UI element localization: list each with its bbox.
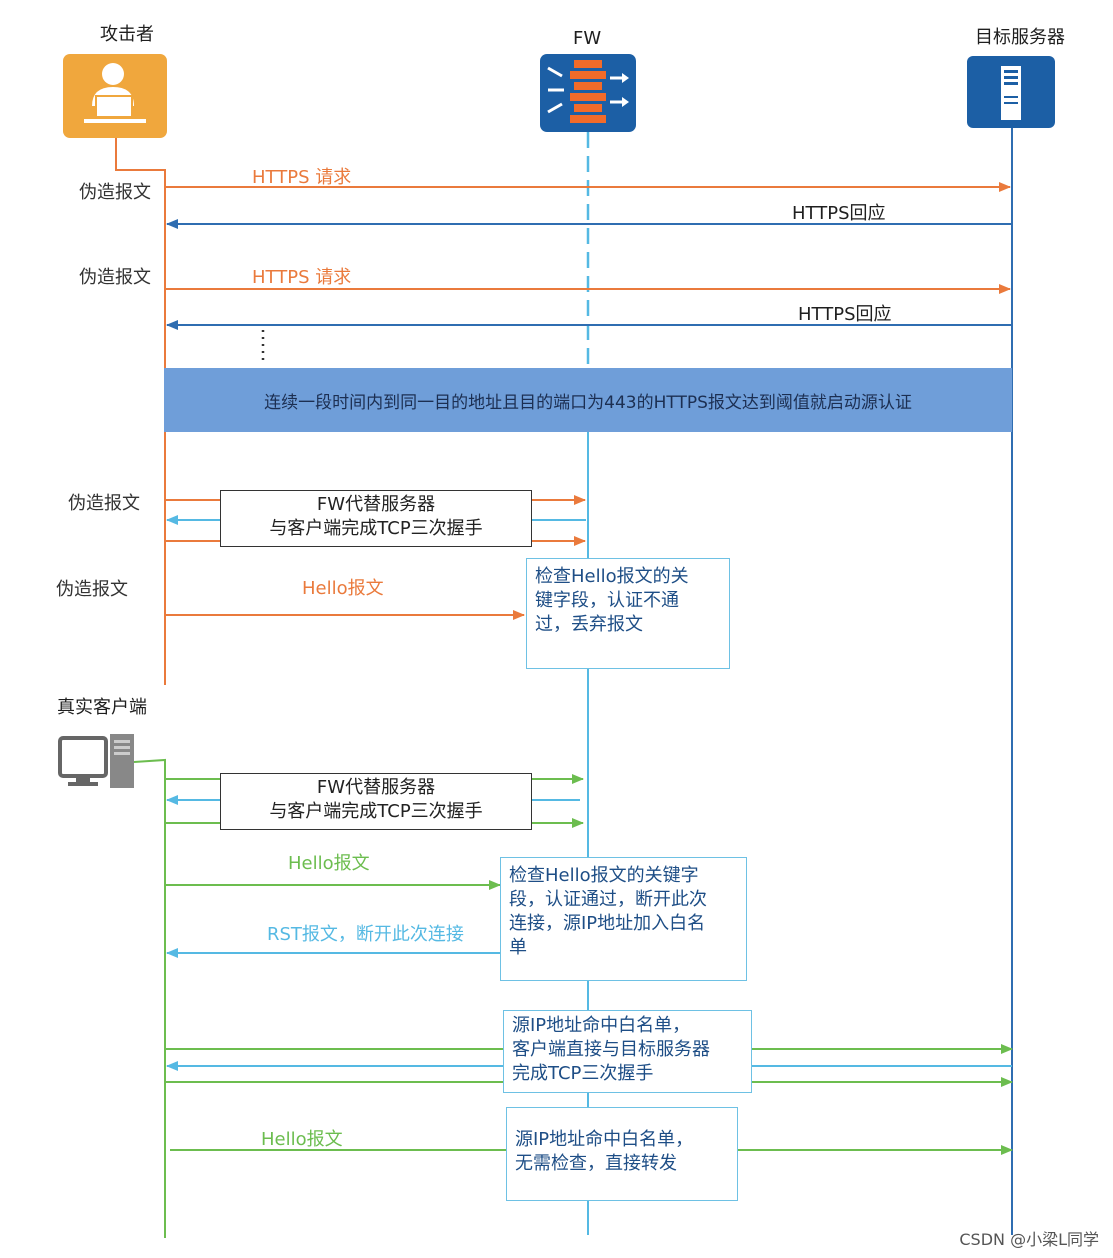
threshold-banner: 连续一段时间内到同一目的地址且目的端口为443的HTTPS报文达到阈值就启动源认… <box>164 368 1012 432</box>
client-lifeline <box>133 758 166 1238</box>
watermark: CSDN @小梁L同学 <box>959 1230 1099 1249</box>
whitelist-forward-box: 源IP地址命中白名单， 无需检查，直接转发 <box>506 1107 738 1201</box>
box-line: FW代替服务器 <box>316 777 436 798</box>
https-request-label: HTTPS 请求 <box>252 267 352 288</box>
forged-packet-label: 伪造报文 <box>68 493 140 514</box>
whitelist-tcp-box: 源IP地址命中白名单， 客户端直接与目标服务器 完成TCP三次握手 <box>503 1010 752 1093</box>
user-at-laptop-icon <box>63 54 167 138</box>
box-line: 检查Hello报文的关 <box>535 566 689 587</box>
box-line: 单 <box>509 937 527 958</box>
attacker-lifeline <box>115 138 166 685</box>
box-line: 完成TCP三次握手 <box>512 1063 654 1084</box>
box-line: FW代替服务器 <box>316 494 436 515</box>
forged-packet-label: 伪造报文 <box>79 182 151 203</box>
box-line: 连接，源IP地址加入白名 <box>509 913 706 934</box>
rst-packet-label: RST报文，断开此次连接 <box>267 924 464 945</box>
fw-label: FW <box>573 28 602 49</box>
tcp-handshake-box-attacker: FW代替服务器 与客户端完成TCP三次握手 <box>220 490 532 547</box>
box-line: 无需检查，直接转发 <box>515 1153 677 1174</box>
forged-packet-label: 伪造报文 <box>79 267 151 288</box>
box-line: 源IP地址命中白名单， <box>512 1015 691 1036</box>
box-line: 与客户端完成TCP三次握手 <box>269 518 483 539</box>
box-line: 与客户端完成TCP三次握手 <box>269 801 483 822</box>
hello-check-fail-box: 检查Hello报文的关 键字段，认证不通 过，丢弃报文 <box>526 558 730 669</box>
server-icon <box>967 56 1055 128</box>
firewall-icon <box>540 54 636 132</box>
hello-packet-label: Hello报文 <box>261 1129 343 1150</box>
box-line: 过，丢弃报文 <box>535 614 643 635</box>
https-request-label: HTTPS 请求 <box>252 167 352 188</box>
real-client-label: 真实客户端 <box>57 697 147 718</box>
box-line: 段，认证通过，断开此次 <box>509 889 707 910</box>
box-line: 键字段，认证不通 <box>535 590 679 611</box>
box-line: 客户端直接与目标服务器 <box>512 1039 710 1060</box>
https-response-label: HTTPS回应 <box>792 203 886 224</box>
box-line: 源IP地址命中白名单， <box>515 1129 694 1150</box>
hello-packet-label: Hello报文 <box>288 853 370 874</box>
server-label: 目标服务器 <box>975 27 1065 48</box>
hello-packet-label: Hello报文 <box>302 578 384 599</box>
tcp-handshake-box-client: FW代替服务器 与客户端完成TCP三次握手 <box>220 773 532 830</box>
attacker-label: 攻击者 <box>100 24 154 45</box>
forged-packet-label: 伪造报文 <box>56 579 128 600</box>
box-line: 检查Hello报文的关键字 <box>509 865 699 886</box>
hello-check-pass-box: 检查Hello报文的关键字 段，认证通过，断开此次 连接，源IP地址加入白名 单 <box>500 857 747 981</box>
https-response-label: HTTPS回应 <box>798 304 892 325</box>
desktop-computer-icon <box>58 734 134 788</box>
